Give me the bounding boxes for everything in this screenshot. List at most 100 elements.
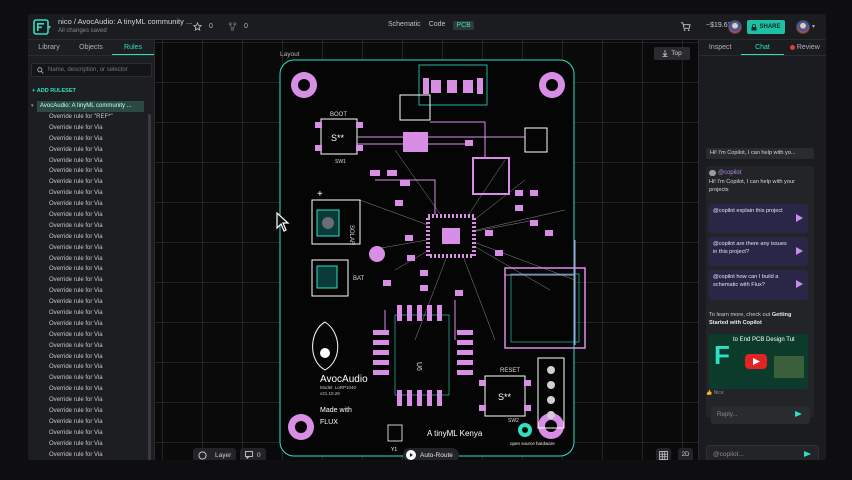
suggestion-schematic[interactable]: @copilot how can I build a schematic wit… bbox=[709, 270, 808, 300]
tab-library[interactable]: Library bbox=[38, 44, 60, 51]
rule-item[interactable]: Override rule for Via bbox=[49, 212, 103, 219]
tab-objects[interactable]: Objects bbox=[79, 44, 103, 51]
copilot-input[interactable]: @copilot... bbox=[706, 445, 819, 460]
suggestion-issues[interactable]: @copilot are there any issues in this pr… bbox=[709, 237, 808, 266]
rule-item[interactable]: Override rule for Via bbox=[49, 397, 103, 404]
sidebar-scrollbar[interactable] bbox=[148, 114, 151, 460]
rule-item[interactable]: Override rule for Via bbox=[49, 418, 103, 425]
add-ruleset-button[interactable]: + ADD RULESET bbox=[32, 88, 76, 94]
rule-item[interactable]: Override rule for Via bbox=[49, 277, 103, 284]
rule-item[interactable]: Override rule for Via bbox=[49, 299, 103, 306]
send-icon bbox=[796, 280, 803, 288]
auto-route-button[interactable]: Auto-Route bbox=[403, 448, 459, 460]
rule-item[interactable]: Override rule for Via bbox=[49, 135, 103, 142]
diode[interactable] bbox=[403, 132, 428, 152]
reply-input[interactable]: Reply... bbox=[711, 406, 810, 424]
share-button[interactable]: SHARE bbox=[747, 20, 785, 34]
comment-icon bbox=[245, 451, 253, 459]
rule-item[interactable]: Override rule for Via bbox=[49, 124, 103, 131]
rule-item[interactable]: Override rule for Via bbox=[49, 222, 103, 229]
send-icon bbox=[796, 247, 803, 255]
tab-schematic[interactable]: Schematic bbox=[388, 21, 421, 28]
inductor[interactable] bbox=[524, 127, 548, 153]
tab-rules[interactable]: Rules bbox=[112, 40, 154, 55]
tab-review[interactable]: Review bbox=[784, 40, 826, 55]
rule-item[interactable]: Override rule for Via bbox=[49, 255, 103, 262]
chevron-down-icon[interactable]: ▾ bbox=[48, 25, 52, 31]
grid-toggle-button[interactable] bbox=[656, 448, 671, 460]
rule-item[interactable]: Override rule for Via bbox=[49, 233, 103, 240]
rules-search-input[interactable]: Name, description, or selector bbox=[31, 63, 152, 77]
rule-item[interactable]: Override rule for Via bbox=[49, 408, 103, 415]
ruleset-item[interactable]: AvocAudio: A tinyML community ... bbox=[37, 101, 144, 112]
send-icon[interactable] bbox=[795, 411, 802, 417]
suggestion-explain[interactable]: @copilot explain this project bbox=[709, 204, 808, 233]
pcb-layout[interactable]: S** BOOT SW1 bbox=[155, 40, 698, 460]
sensor-chip[interactable] bbox=[472, 157, 510, 195]
rule-item[interactable]: Override rule for Via bbox=[49, 190, 103, 197]
mounting-hole[interactable] bbox=[538, 413, 564, 439]
rule-item[interactable]: Override rule for Via bbox=[49, 179, 103, 186]
u6-chip[interactable]: U6 bbox=[373, 305, 473, 406]
tab-chat[interactable]: Chat bbox=[741, 40, 784, 55]
brand-label: AvocAudio bbox=[320, 374, 368, 385]
price-estimate[interactable]: ~$19.62 bbox=[706, 22, 732, 29]
chevron-down-icon[interactable]: ▾ bbox=[812, 24, 816, 30]
pcb-canvas[interactable]: S** BOOT SW1 bbox=[155, 40, 698, 460]
rule-item[interactable]: Override rule for Via bbox=[49, 146, 103, 153]
chevron-down-icon[interactable]: ▾ bbox=[31, 103, 34, 109]
mounting-hole[interactable] bbox=[291, 72, 317, 98]
rule-item[interactable]: Override rule for Via bbox=[49, 386, 103, 393]
usb-connector[interactable] bbox=[418, 64, 488, 106]
regulator-chip[interactable] bbox=[399, 94, 431, 121]
comments-button[interactable]: 0 bbox=[240, 448, 266, 460]
flux-logo-icon[interactable] bbox=[33, 19, 49, 35]
rule-item[interactable]: Override rule for Via bbox=[49, 353, 103, 360]
top-view-button[interactable]: Top bbox=[654, 47, 690, 60]
mounting-hole[interactable] bbox=[288, 414, 314, 440]
rule-item[interactable]: Override rule for Via bbox=[49, 429, 103, 436]
project-breadcrumb[interactable]: nico / AvocAudio: A tinyML community ... bbox=[58, 17, 193, 26]
rule-item[interactable]: Override rule for Via bbox=[49, 244, 103, 251]
mcu-chip[interactable] bbox=[426, 214, 476, 258]
rule-item[interactable]: Override rule for Via bbox=[49, 331, 103, 338]
tutorial-video-thumbnail[interactable]: F to End PCB Design Tut bbox=[709, 334, 808, 389]
rule-item[interactable]: Override rule for Via bbox=[49, 157, 103, 164]
fork-button[interactable]: 0 bbox=[228, 22, 248, 31]
rule-item[interactable]: Override rule for Via bbox=[49, 364, 103, 371]
tab-inspect[interactable]: Inspect bbox=[708, 44, 732, 51]
send-icon[interactable] bbox=[804, 451, 811, 457]
rule-item[interactable]: Override rule for Via bbox=[49, 288, 103, 295]
reset-switch[interactable]: S** RESET SW2 bbox=[479, 368, 531, 424]
view-mode-button[interactable]: 2D bbox=[678, 448, 693, 460]
rule-item[interactable]: Override rule for Via bbox=[49, 320, 103, 327]
pin-header[interactable] bbox=[537, 357, 565, 429]
lora-module[interactable] bbox=[504, 267, 586, 349]
chat-thread-preview[interactable]: Hi! I'm Copilot, I can help with yo... bbox=[706, 148, 814, 159]
battery-connector[interactable]: BAT bbox=[311, 259, 365, 297]
mounting-hole[interactable] bbox=[539, 72, 565, 98]
rule-item[interactable]: Override rule for "REF*" bbox=[49, 114, 113, 120]
cart-icon[interactable] bbox=[680, 21, 691, 32]
collaborator-avatar[interactable] bbox=[728, 20, 742, 34]
user-avatar[interactable] bbox=[796, 20, 810, 34]
rule-item[interactable]: Override rule for Via bbox=[49, 375, 103, 382]
tab-pcb[interactable]: PCB bbox=[453, 21, 474, 30]
solar-label: SOLAR bbox=[348, 225, 354, 246]
rule-item[interactable]: Override rule for Via bbox=[49, 310, 103, 317]
tab-code[interactable]: Code bbox=[428, 21, 446, 28]
led[interactable] bbox=[369, 246, 385, 262]
solar-connector[interactable]: + SOLAR bbox=[311, 189, 361, 246]
crystal[interactable] bbox=[387, 424, 403, 442]
getting-started-link[interactable]: Getting Started with Copilot bbox=[709, 312, 792, 326]
rule-item[interactable]: Override rule for Via bbox=[49, 201, 103, 208]
rule-item[interactable]: Override rule for Via bbox=[49, 342, 103, 349]
rule-item[interactable]: Override rule for Via bbox=[49, 451, 103, 458]
boot-switch[interactable]: S** BOOT SW1 bbox=[315, 112, 363, 165]
rule-item[interactable]: Override rule for Via bbox=[49, 440, 103, 447]
rule-item[interactable]: Override rule for Via bbox=[49, 168, 103, 175]
send-icon bbox=[796, 214, 803, 222]
layer-button[interactable]: Layer bbox=[193, 448, 237, 460]
star-button[interactable]: 0 bbox=[193, 22, 213, 31]
rule-item[interactable]: Override rule for Via bbox=[49, 266, 103, 273]
